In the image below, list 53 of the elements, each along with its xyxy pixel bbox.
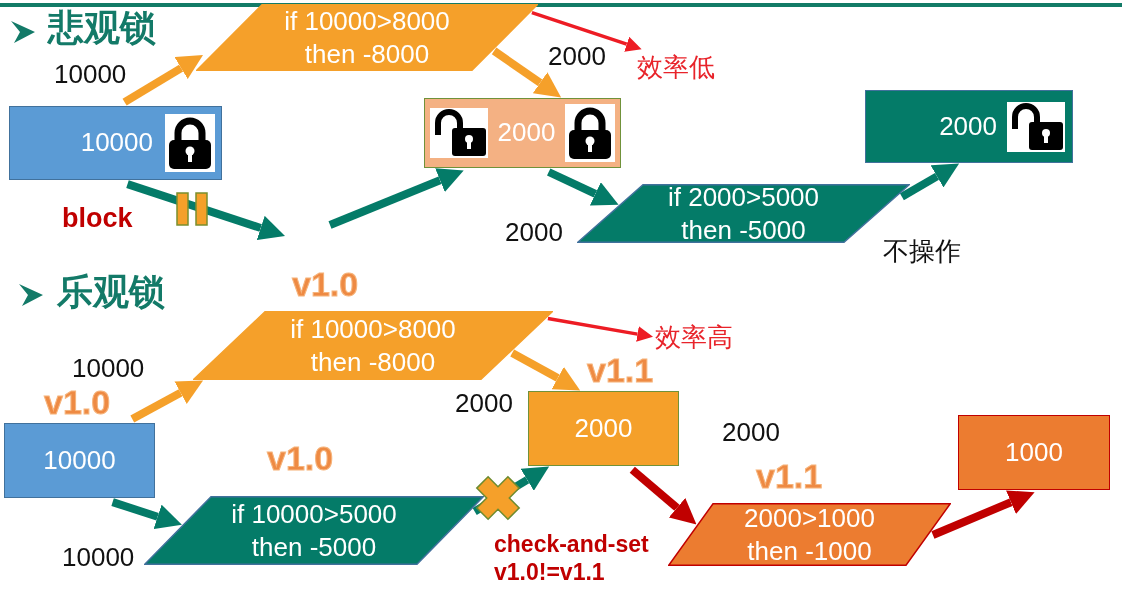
process-parallelogram	[144, 496, 484, 565]
value-box	[9, 106, 222, 180]
edge-label: 10000	[54, 60, 127, 89]
note-text: 效率低	[636, 52, 716, 82]
arrow	[547, 316, 653, 342]
edge-label: 2000	[505, 218, 563, 247]
version-label: v1.0	[267, 440, 334, 478]
value-text: 2000	[497, 117, 556, 149]
value-box	[958, 415, 1110, 490]
edge-label: block	[62, 204, 133, 234]
arrow	[328, 168, 464, 229]
value-box	[865, 90, 1073, 163]
step-text: if 10000>8000 then -8000	[283, 5, 451, 70]
version-label: v1.1	[587, 352, 654, 390]
section-heading: 乐观锁	[57, 272, 165, 312]
value-text: 10000	[80, 127, 153, 159]
arrow	[126, 180, 285, 241]
value-text: 2000	[939, 110, 997, 143]
value-box	[4, 423, 155, 498]
arrow	[510, 349, 581, 391]
edge-label: 10000	[62, 543, 135, 572]
arrow	[629, 466, 697, 525]
process-parallelogram	[193, 311, 553, 380]
arrow	[111, 498, 182, 529]
process-parallelogram	[196, 4, 538, 71]
edge-label: 2000	[455, 389, 513, 418]
value-text: 1000	[1005, 436, 1063, 469]
step-text: 2000>1000 then -1000	[743, 502, 876, 567]
value-box	[424, 98, 621, 168]
step-text: if 10000>5000 then -5000	[230, 498, 398, 563]
arrow	[491, 47, 562, 98]
section-heading: 悲观锁	[48, 8, 156, 48]
process-parallelogram	[668, 503, 951, 566]
arrow	[130, 380, 204, 423]
edge-label: 2000	[548, 42, 606, 71]
step-text: if 10000>8000 then -8000	[289, 313, 457, 378]
arrow	[547, 168, 619, 206]
version-label: v1.1	[756, 458, 823, 496]
version-label: v1.0	[44, 384, 111, 422]
step-text: if 2000>5000 then -5000	[667, 181, 820, 246]
value-text: 2000	[574, 412, 633, 445]
edge-label: 10000	[72, 354, 145, 383]
note-text: 效率高	[654, 322, 734, 352]
arrow	[899, 163, 960, 201]
version-label: v1.0	[292, 266, 359, 304]
edge-label: 2000	[722, 418, 780, 447]
edge-label: check-and-set v1.0!=v1.1	[494, 530, 650, 587]
arrow	[931, 490, 1035, 539]
value-box	[528, 391, 679, 466]
arrow	[531, 10, 642, 52]
value-text: 10000	[43, 444, 116, 477]
edge-label: 不操作	[883, 237, 961, 266]
arrow	[122, 54, 204, 106]
